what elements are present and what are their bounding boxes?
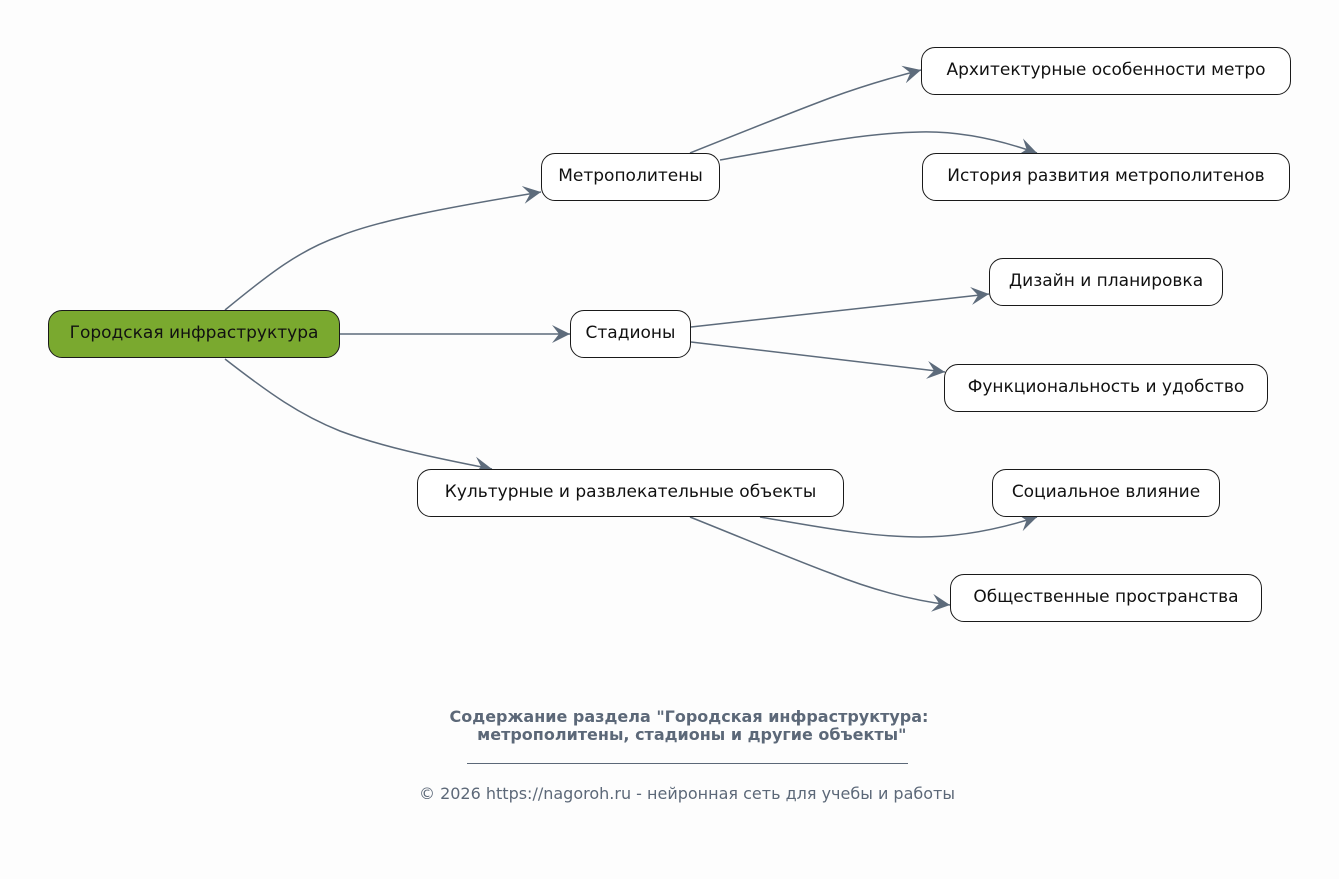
edge-stadiums-to-design bbox=[690, 287, 990, 328]
node-leaf-culture-public-spaces: Общественные пространства bbox=[950, 574, 1262, 622]
node-branch-metro: Метрополитены bbox=[541, 153, 720, 201]
diagram-caption: Содержание раздела "Городская инфраструк… bbox=[449, 707, 929, 744]
edge-culture-to-public-spaces bbox=[689, 516, 951, 612]
edge-stadiums-to-functionality bbox=[690, 341, 946, 379]
edge-root-to-culture bbox=[224, 358, 493, 475]
node-leaf-metro-architecture: Архитектурные особенности метро bbox=[921, 47, 1291, 95]
caption-divider bbox=[467, 763, 908, 764]
edge-metro-to-history bbox=[719, 131, 1038, 161]
node-root: Городская инфраструктура bbox=[48, 310, 340, 358]
node-leaf-culture-social: Социальное влияние bbox=[992, 469, 1220, 517]
node-leaf-metro-history: История развития метрополитенов bbox=[922, 153, 1290, 201]
edge-metro-to-architecture bbox=[689, 65, 922, 154]
node-leaf-stadium-functionality: Функциональность и удобство bbox=[944, 364, 1268, 412]
node-leaf-stadium-design: Дизайн и планировка bbox=[989, 258, 1223, 306]
edge-culture-to-social bbox=[759, 513, 1038, 538]
node-branch-stadiums: Стадионы bbox=[570, 310, 691, 358]
node-branch-culture: Культурные и развлекательные объекты bbox=[417, 469, 844, 517]
edge-root-to-metro bbox=[224, 186, 542, 311]
footer-copyright: © 2026 https://nagoroh.ru - нейронная се… bbox=[418, 784, 955, 803]
